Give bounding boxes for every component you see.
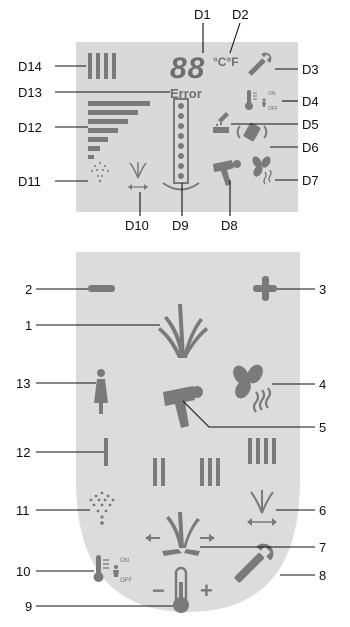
label-12: 12 — [16, 445, 30, 460]
label-d7: D7 — [302, 173, 319, 188]
label-7: 7 — [319, 540, 326, 555]
label-d13: D13 — [18, 85, 42, 100]
four-bars-icon — [88, 53, 116, 79]
seat-temperature-button[interactable] — [93, 555, 120, 582]
label-2: 2 — [25, 282, 32, 297]
temperature-units: °C°F — [213, 55, 239, 69]
display-on-label: ON — [268, 91, 276, 97]
level-bars-icon — [88, 101, 150, 159]
thermometer-onoff-icon — [245, 90, 266, 110]
label-1: 1 — [25, 318, 32, 333]
label-9: 9 — [25, 599, 32, 614]
label-d1: D1 — [194, 7, 211, 22]
label-13: 13 — [16, 376, 30, 391]
label-d2: D2 — [232, 7, 249, 22]
panel-on-label: ON — [120, 558, 129, 564]
label-d3: D3 — [302, 62, 319, 77]
dryer-button[interactable] — [163, 386, 203, 428]
label-5: 5 — [319, 420, 326, 435]
intensity-2-button[interactable] — [153, 458, 165, 486]
water-level-gauge — [162, 98, 200, 191]
fountain-spray-button[interactable] — [158, 304, 208, 358]
wrench-button[interactable] — [229, 539, 277, 587]
wrench-icon — [248, 52, 272, 76]
display-off-label: OFF — [268, 106, 278, 112]
nozzle-position-button[interactable] — [145, 512, 215, 556]
label-d5: D5 — [302, 117, 319, 132]
label-4: 4 — [319, 377, 326, 392]
label-10: 10 — [16, 564, 30, 579]
label-d6: D6 — [302, 140, 319, 155]
soft-spray-button[interactable] — [89, 491, 115, 525]
label-d10: D10 — [125, 218, 149, 233]
label-11: 11 — [16, 503, 30, 518]
label-d14: D14 — [18, 59, 42, 74]
water-temperature-button[interactable] — [173, 566, 189, 613]
label-d9: D9 — [172, 218, 189, 233]
intensity-1-button[interactable] — [104, 438, 108, 466]
lady-wash-button[interactable] — [94, 369, 108, 414]
panel-off-label: OFF — [120, 578, 132, 584]
oscillating-spray-icon — [128, 162, 148, 190]
fan-button[interactable] — [230, 362, 272, 413]
plus-button[interactable] — [253, 276, 277, 301]
control-panel — [76, 252, 300, 612]
spray-icon — [91, 162, 109, 183]
segment-digits: 88 — [170, 52, 205, 85]
label-6: 6 — [319, 503, 326, 518]
intensity-3-button[interactable] — [200, 458, 220, 486]
label-d4: D4 — [302, 94, 319, 109]
error-text: Error — [170, 86, 202, 101]
label-8: 8 — [319, 568, 326, 583]
dryer-icon — [213, 160, 241, 186]
fan-icon — [252, 156, 272, 185]
intensity-4-button[interactable] — [248, 438, 276, 464]
oscillate-button[interactable] — [247, 490, 277, 526]
label-d11: D11 — [18, 174, 41, 189]
temp-minus-sign[interactable]: − — [152, 578, 165, 603]
label-d8: D8 — [221, 218, 238, 233]
label-d12: D12 — [18, 120, 42, 135]
display-leaders — [55, 22, 298, 216]
cleaning-icon — [213, 112, 229, 133]
label-3: 3 — [319, 282, 326, 297]
minus-button[interactable] — [88, 285, 115, 292]
filter-rotate-icon — [236, 122, 268, 142]
temp-plus-sign[interactable]: + — [200, 578, 213, 603]
panel-leaders — [36, 288, 315, 607]
